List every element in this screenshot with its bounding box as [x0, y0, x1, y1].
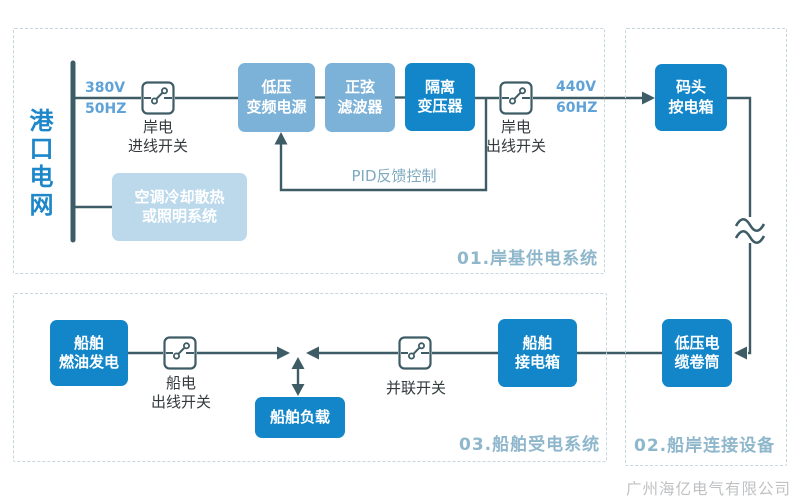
node-ship-fuel-generator-label: 船舶 [73, 333, 104, 352]
section-label-01: 01.岸基供电系统 [457, 249, 599, 269]
pid-feedback-line [279, 98, 488, 192]
node-ship-connection-box-label: 船舶 [522, 333, 553, 352]
node-vfd-label: 低压 [261, 78, 292, 96]
node-isolation-transformer-label: 隔离 [424, 77, 455, 96]
ac-wave-break-icon [734, 229, 766, 245]
switch-shore-outgoing-label: 岸电 出线开关 [485, 118, 546, 155]
node-cable-reel-label: 缆卷筒 [674, 353, 720, 371]
voltage-in-freq: 50HZ [85, 101, 127, 117]
arrowhead-junction-right [277, 346, 290, 360]
node-dock-power-box: 码头 按电箱 [655, 64, 727, 131]
switch-shore-incoming-label: 岸电 进线开关 [127, 118, 188, 155]
node-ship-fuel-generator: 船舶 燃油发电 [50, 320, 128, 386]
node-vfd: 低压 变频电源 [238, 63, 315, 132]
voltage-in-volts: 380V [85, 80, 126, 96]
node-isolation-transformer-label: 变压器 [417, 97, 463, 115]
company-name: 广州海亿电气有限公司 [626, 480, 792, 498]
node-ship-load: 船舶负载 [255, 397, 345, 438]
node-sine-filter-label: 正弦 [344, 78, 375, 96]
arrowhead-into-cable-reel [734, 346, 747, 360]
section-shore-supply-frame [13, 28, 605, 274]
switch-parallel-label: 并联开关 [385, 379, 446, 397]
arrowhead-load-up [291, 357, 305, 369]
section-label-03: 03.船舶受电系统 [459, 435, 601, 455]
arrowhead-feedback-up [274, 132, 288, 145]
node-hvac-lighting-label: 空调冷却散热 [134, 187, 225, 206]
arrowhead-junction-left [306, 346, 319, 360]
node-dock-power-box-label: 按电箱 [668, 97, 714, 116]
switch-ship-outgoing-label: 船电 出线开关 [150, 374, 211, 411]
voltage-out-freq: 60HZ [556, 100, 598, 116]
node-ship-connection-box: 船舶 接电箱 [498, 319, 577, 387]
section-label-02: 02.船岸连接设备 [634, 436, 776, 456]
port-grid-title: 港口电网 [25, 108, 53, 220]
ac-wave-break-icon [734, 217, 766, 233]
pid-feedback-label: PID反馈控制 [351, 167, 437, 185]
node-ship-load-label: 船舶负载 [269, 407, 330, 426]
node-sine-filter-label: 滤波器 [337, 97, 383, 116]
arrowhead-into-dock-box [642, 91, 655, 105]
disconnect-switch-icon [141, 81, 175, 115]
node-hvac-lighting-label: 或照明系统 [141, 207, 217, 225]
section-ship-shore-frame [625, 28, 787, 466]
dock-down-line-upper [727, 96, 752, 217]
section-ship-receive-frame [13, 293, 607, 462]
node-vfd-label: 变频电源 [246, 97, 307, 116]
node-cable-reel-label: 低压电 [674, 333, 720, 352]
disconnect-switch-icon [163, 336, 197, 370]
node-ship-fuel-generator-label: 燃油发电 [58, 353, 119, 371]
arrowhead-load-down [291, 384, 305, 396]
voltage-out-volts: 440V [556, 79, 597, 95]
node-ship-connection-box-label: 接电箱 [514, 353, 560, 371]
disconnect-switch-icon [398, 336, 432, 370]
disconnect-switch-icon [499, 81, 533, 115]
dock-down-line-lower [748, 243, 752, 355]
node-isolation-transformer: 隔离 变压器 [405, 63, 475, 131]
node-sine-filter: 正弦 滤波器 [325, 63, 395, 132]
node-cable-reel: 低压电 缆卷筒 [662, 319, 732, 387]
node-hvac-lighting: 空调冷却散热 或照明系统 [112, 173, 247, 241]
node-dock-power-box-label: 码头 [675, 78, 706, 96]
